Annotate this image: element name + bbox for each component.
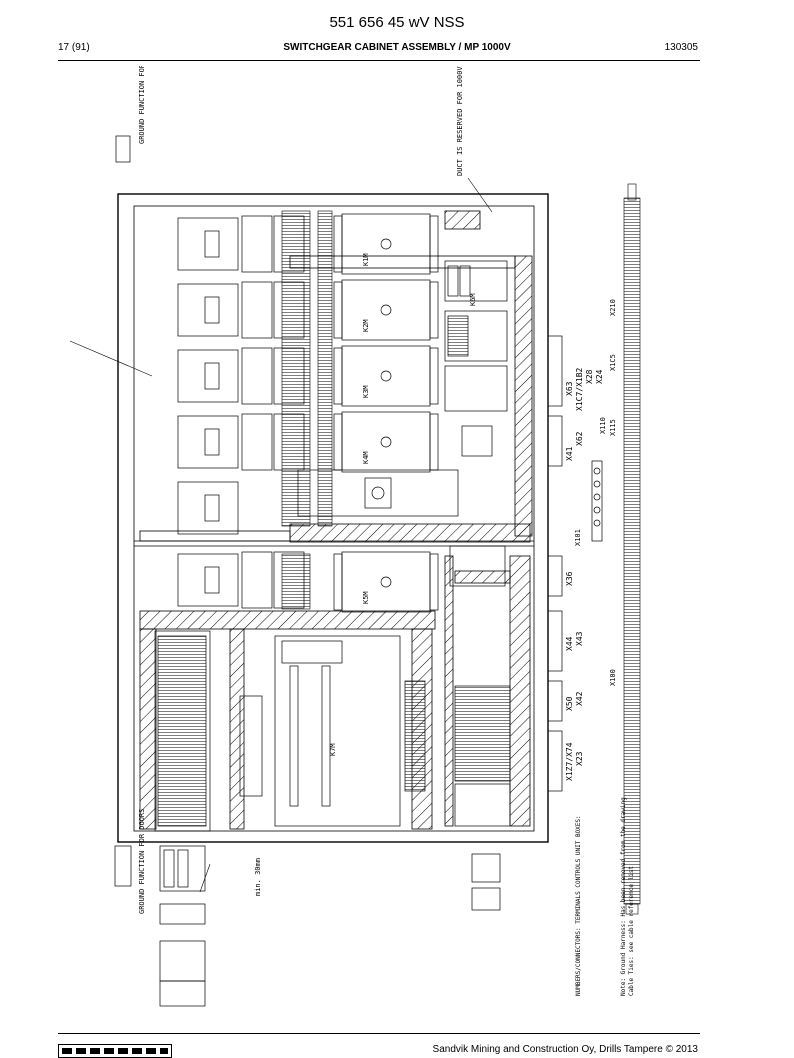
- external-connectors: [547, 335, 603, 792]
- unit-label: K1M: [362, 253, 370, 266]
- connector-label: X62: [575, 431, 584, 446]
- bus-bar-column: [623, 183, 641, 915]
- contactor-units: [297, 213, 459, 613]
- drawing-labels: DUCT IS RESERVED FOR 1000V CABLES GROUND…: [138, 66, 635, 996]
- terminal-strips: [281, 210, 333, 610]
- footer-copyright: Sandvik Mining and Construction Oy, Dril…: [432, 1044, 698, 1055]
- bus-label: X101: [574, 529, 582, 546]
- bus-label: X100: [609, 669, 617, 686]
- unit-label: K3M: [362, 385, 370, 398]
- bus-label: X1C5: [609, 354, 617, 371]
- unit-label: K6M: [469, 293, 477, 306]
- leader-lines: [69, 177, 493, 893]
- connector-label: X1Z7/X74: [565, 742, 574, 781]
- connector-label: X43: [575, 631, 584, 646]
- bus-label: X110: [599, 417, 607, 434]
- lower-section: [154, 630, 426, 832]
- sandvik-logo: [58, 1044, 172, 1058]
- page-number: 17 (91): [58, 42, 90, 53]
- unit-label: K7M: [329, 743, 337, 756]
- bottom-left-components: [114, 135, 501, 1007]
- connector-label: X42: [575, 691, 584, 706]
- connector-label: X28: [585, 369, 594, 384]
- connector-label: X36: [565, 571, 574, 586]
- drawing-note: Note: Ground Harness: Has been removed f…: [620, 797, 627, 996]
- unit-label: K5M: [362, 591, 370, 604]
- control-modules: [444, 260, 511, 827]
- connector-label: X44: [565, 636, 574, 651]
- unit-label: K4M: [362, 451, 370, 464]
- connector-label: X1C7/X1B2: [575, 367, 584, 411]
- cable-ducts: [139, 210, 533, 830]
- left-note-bottom: GROUND FUNCTION FOR DOORS: [138, 809, 146, 914]
- drawing-note: Cable Ties: see cable reference list: [628, 866, 635, 996]
- document-title: SWITCHGEAR CABINET ASSEMBLY / MP 1000V: [283, 42, 511, 53]
- connector-label: X63: [565, 381, 574, 396]
- cabinet-drawing: DUCT IS RESERVED FOR 1000V CABLES GROUND…: [69, 66, 641, 1007]
- dimension-label: min. 30mm: [254, 858, 262, 896]
- header-rule: [58, 60, 700, 61]
- connector-label: X41: [565, 446, 574, 461]
- left-note-top: GROUND FUNCTION FOR DOORS: [138, 66, 146, 144]
- unit-label: K2M: [362, 319, 370, 332]
- connector-label: X23: [575, 751, 584, 766]
- bus-label: X210: [609, 299, 617, 316]
- drawing-note: NUMBERS/CONNECTORS: TERMINALS CONTROLS U…: [575, 815, 582, 996]
- footer-rule: [58, 1033, 700, 1034]
- connector-label: X50: [565, 696, 574, 711]
- duct-note: DUCT IS RESERVED FOR 1000V CABLES: [456, 66, 464, 176]
- page-top-title: 551 656 45 wV NSS: [329, 14, 465, 31]
- document-code: 130305: [664, 42, 698, 53]
- connector-label: X24: [595, 369, 604, 384]
- bus-label: X115: [609, 419, 617, 436]
